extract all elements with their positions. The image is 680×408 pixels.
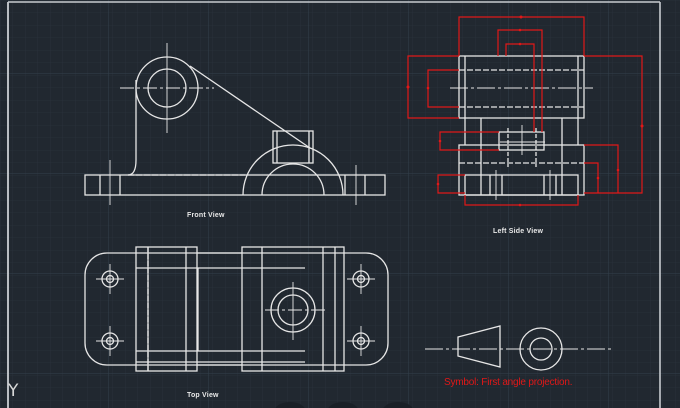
left-side-view-label: Left Side View: [493, 228, 544, 235]
toolbar-shadow: [275, 402, 413, 408]
left-side-view-drawing[interactable]: [450, 55, 593, 200]
first-angle-projection-symbol: [425, 325, 612, 371]
ucs-y-icon: Y: [8, 381, 19, 401]
top-view-label: Top View: [187, 392, 219, 399]
front-view-drawing[interactable]: [84, 43, 386, 205]
left-side-dimensions[interactable]: [406, 15, 644, 207]
projection-symbol-label: Symbol: First angle projection.: [444, 377, 573, 388]
top-view-drawing[interactable]: [84, 246, 389, 372]
front-view-label: Front View: [187, 212, 225, 219]
